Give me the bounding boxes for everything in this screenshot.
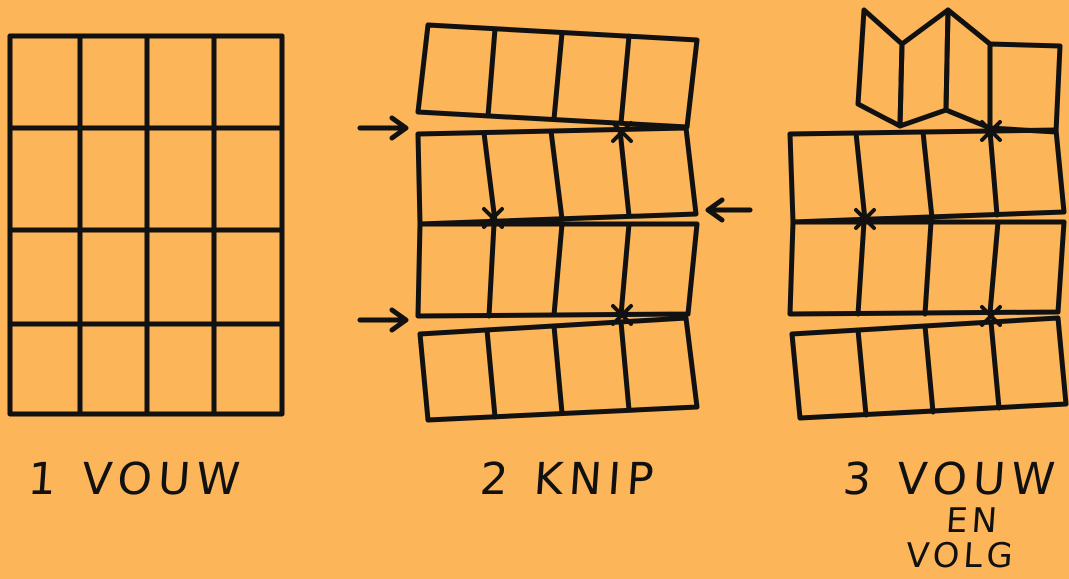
step2-row1-div-3	[618, 33, 632, 126]
step1-label: 1 VOUW	[26, 454, 248, 505]
step3-label-line3: VOLG	[904, 536, 1019, 576]
step3-folded-top	[855, 7, 1063, 135]
step3-fold-panel-1	[855, 7, 905, 129]
step3-label-line2: EN	[944, 501, 1003, 541]
step3-row2-div-3	[987, 128, 1000, 218]
step3-row-4	[789, 315, 1069, 421]
arrow-left-icon	[705, 197, 753, 223]
step2-row-4	[417, 315, 700, 423]
step3-grid	[787, 127, 1069, 421]
step2-row2-div-2	[548, 128, 565, 222]
step2-row2-div-3	[617, 127, 632, 219]
cut-cross-icon	[482, 121, 633, 326]
step2-row4-div-3	[618, 319, 632, 413]
step2-row3-div-2	[551, 221, 565, 318]
step3-row4-div-3	[988, 319, 1002, 411]
step3-row2-div-1	[853, 130, 868, 223]
step1-grid	[7, 33, 285, 417]
step2-row4-div-1	[484, 327, 498, 420]
step3-row-3	[787, 219, 1067, 317]
arrow-right-icon	[357, 115, 409, 141]
step2-row3-div-3	[618, 221, 632, 318]
step2-row1-div-2	[551, 30, 565, 122]
step3-row3-div-2	[922, 219, 934, 317]
step3-row4-div-1	[855, 327, 869, 418]
step3-row3-div-1	[855, 219, 867, 317]
step3-row4-div-2	[922, 323, 936, 415]
step3-fold-panel-3	[943, 7, 993, 131]
cut-cross-icon	[854, 120, 1002, 327]
step2-row3-div-1	[486, 221, 497, 319]
step3-fold-panel-4	[987, 41, 1063, 135]
step3-fold-panel-2	[897, 7, 951, 129]
step2-row1-div-1	[485, 26, 498, 119]
step3-row-2	[787, 127, 1067, 225]
step2-row2-div-1	[481, 130, 498, 224]
step2-row4-div-2	[551, 323, 565, 416]
step2-label: 2 KNIP	[478, 454, 662, 505]
step2-grid	[415, 22, 700, 423]
step3-row2-div-2	[920, 129, 935, 221]
step3-row3-div-3	[987, 219, 1001, 316]
step2-row-2	[415, 125, 699, 227]
step3-label: 3 VOUW	[841, 454, 1063, 505]
arrow-right-icon	[357, 307, 409, 333]
step2-row-3	[415, 221, 700, 319]
